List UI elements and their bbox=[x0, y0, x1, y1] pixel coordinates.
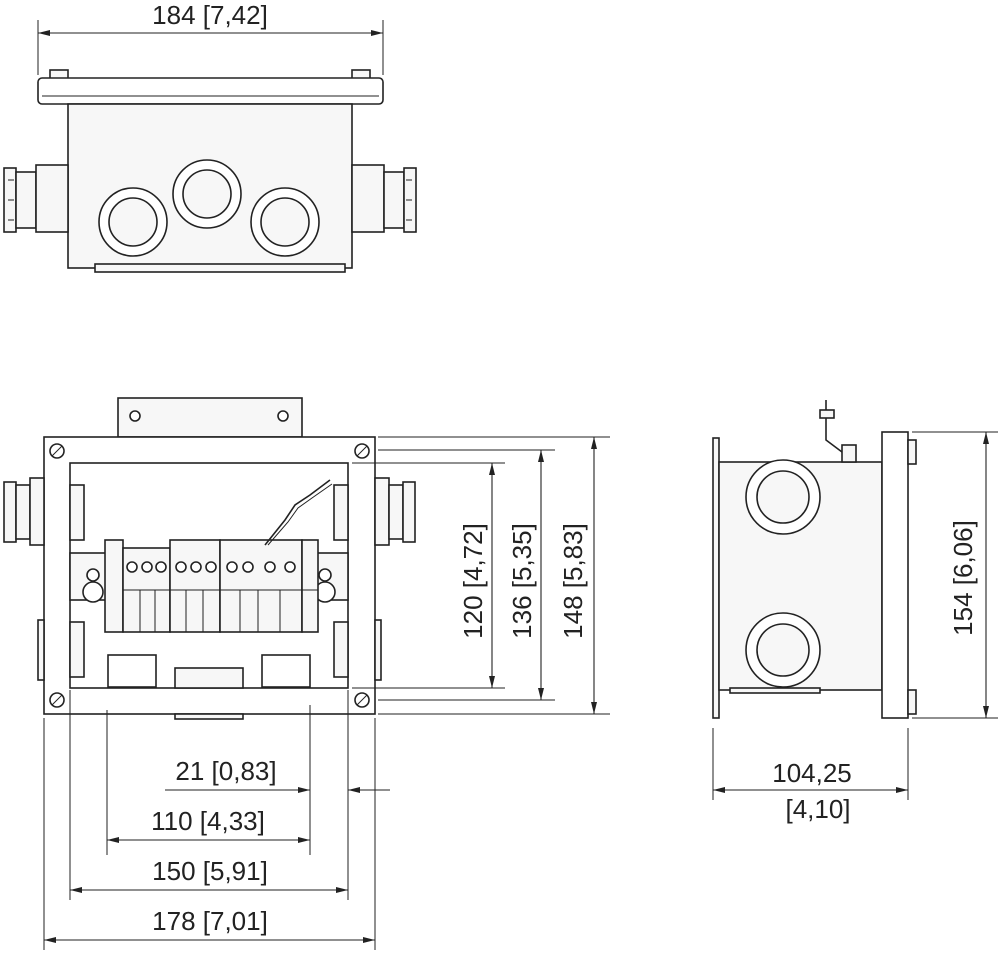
knockout-holes bbox=[98, 159, 320, 257]
dimension-label-120: 120 [4,72] bbox=[458, 523, 488, 639]
ground-lug bbox=[825, 400, 843, 453]
side-view: 154 [6,06] 104,25 [4,10] bbox=[712, 400, 998, 824]
enclosure-cover bbox=[37, 77, 384, 105]
side-mounting-plate bbox=[712, 437, 720, 719]
side-cover bbox=[881, 431, 909, 719]
ground-wire bbox=[264, 479, 331, 546]
corner-screws bbox=[49, 443, 370, 708]
dimension-label-184: 184 [7,42] bbox=[152, 0, 268, 30]
dimension-label-148: 148 [5,83] bbox=[558, 523, 588, 639]
dimension-label-136: 136 [5,35] bbox=[507, 523, 537, 639]
dimension-label-150: 150 [5,91] bbox=[152, 856, 268, 886]
dimension-label-178: 178 [7,01] bbox=[152, 906, 268, 936]
dimension-label-21: 21 [0,83] bbox=[175, 756, 276, 786]
dimension-label-104-25: 104,25 bbox=[772, 758, 852, 788]
dimension-label-4-10: [4,10] bbox=[785, 794, 850, 824]
cable-gland-left bbox=[3, 164, 69, 233]
top-view: 184 [7,42] bbox=[3, 0, 417, 273]
cable-gland-left bbox=[3, 477, 85, 546]
front-view: 120 [4,72] 136 [5,35] 148 [5,83] 21 [0,8… bbox=[3, 397, 610, 950]
terminal-blocks bbox=[104, 539, 319, 633]
mounting-bracket bbox=[117, 397, 303, 438]
dimension-label-154: 154 [6,06] bbox=[948, 520, 978, 636]
dimension-label-110: 110 [4,33] bbox=[151, 806, 265, 836]
cable-gland-right bbox=[333, 477, 416, 546]
cable-gland-right bbox=[351, 164, 417, 233]
